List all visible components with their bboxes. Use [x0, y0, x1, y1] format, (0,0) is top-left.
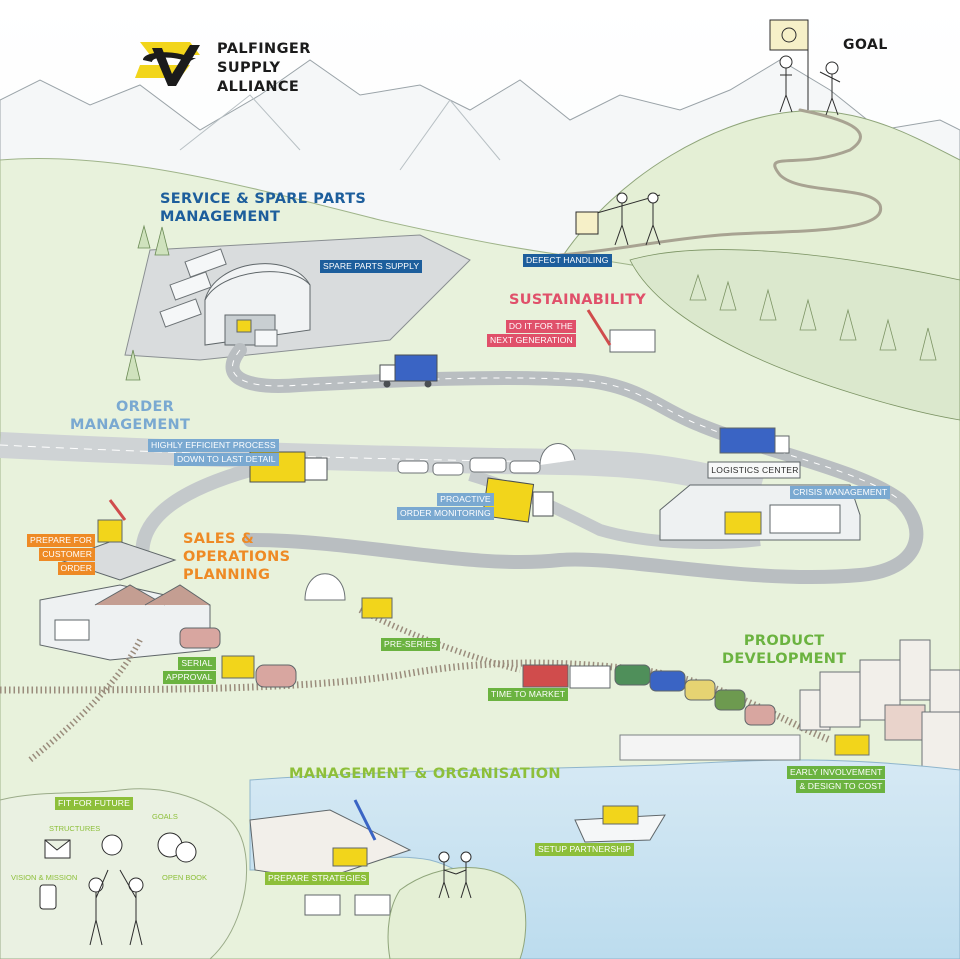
- goal-flag: [769, 19, 841, 116]
- logistics-center-sign: LOGISTICS CENTER: [711, 465, 799, 475]
- product-title-line-2: DEVELOPMENT: [722, 651, 847, 667]
- logo-wordmark: PALFINGER SUPPLY ALLIANCE: [217, 40, 311, 97]
- early-involvement-line-1: EARLY INVOLVEMENT: [787, 766, 886, 779]
- forest: [629, 249, 960, 421]
- train: [179, 627, 776, 726]
- goal-label: GOAL: [843, 37, 888, 53]
- early-involvement-line-2: & DESIGN TO COST: [796, 780, 886, 793]
- prepare-order-line-2: CUSTOMER: [39, 548, 96, 561]
- order-management-title: ORDER MANAGEMENT: [70, 398, 190, 434]
- sustainability-title: SUSTAINABILITY: [509, 292, 647, 308]
- early-involvement-badge: EARLY INVOLVEMENT & DESIGN TO COST: [787, 766, 886, 793]
- vision-mission-label: VISION & MISSION: [11, 873, 78, 882]
- factory: [39, 584, 211, 661]
- sustainability-badge-line-1: DO IT FOR THE: [505, 320, 576, 333]
- serial-approval-line-2: APPROVAL: [163, 671, 216, 684]
- order-monitoring-line-2: ORDER MONITORING: [397, 507, 494, 520]
- port-city: [799, 639, 960, 783]
- harbour: [249, 799, 412, 916]
- sustainability-badge: DO IT FOR THE NEXT GENERATION: [487, 320, 576, 347]
- handshake-figures: [438, 851, 472, 899]
- prepare-order-line-1: PREPARE FOR: [27, 534, 96, 547]
- order-title-line-1: ORDER: [116, 399, 175, 415]
- cars: [397, 457, 541, 476]
- sales-title-line-2: OPERATIONS: [183, 549, 291, 565]
- small-tunnel: [304, 573, 346, 601]
- bridge: [619, 734, 801, 761]
- sales-title-line-3: PLANNING: [183, 567, 271, 583]
- crisis-management-badge: CRISIS MANAGEMENT: [790, 486, 891, 499]
- product-development-title: PRODUCT DEVELOPMENT: [722, 632, 846, 668]
- prepare-order-line-3: ORDER: [57, 562, 96, 575]
- order-monitoring-badge: PROACTIVE ORDER MONITORING: [397, 493, 494, 520]
- order-title-line-2: MANAGEMENT: [70, 417, 191, 433]
- defect-handling-badge: DEFECT HANDLING: [523, 254, 612, 267]
- psa-logo-icon: [135, 42, 200, 86]
- fit-for-future-badge: FIT FOR FUTURE: [55, 797, 133, 810]
- prepare-strategies-badge: PREPARE STRATEGIES: [265, 872, 370, 885]
- structures-label: STRUCTURES: [49, 824, 101, 833]
- management-cloud: [0, 788, 248, 959]
- blue-truck: [379, 354, 438, 388]
- sales-operations-title: SALES & OPERATIONS PLANNING: [183, 530, 290, 584]
- handshake-hill: [387, 867, 527, 959]
- logo-line-3: ALLIANCE: [217, 79, 300, 95]
- timber-truck: [586, 309, 656, 353]
- service-title: SERVICE & SPARE PARTS MANAGEMENT: [160, 190, 366, 226]
- pine-trees: [125, 224, 170, 381]
- sustainability-badge-line-2: NEXT GENERATION: [487, 334, 576, 347]
- team-figures: [39, 832, 197, 946]
- serial-approval-line-1: SERIAL: [178, 657, 216, 670]
- efficient-process-line-2: DOWN TO LAST DETAIL: [173, 453, 279, 466]
- service-title-line-2: MANAGEMENT: [160, 209, 281, 225]
- water: [249, 759, 960, 959]
- pre-series-badge: PRE-SERIES: [381, 638, 441, 651]
- efficient-process-line-1: HIGHLY EFFICIENT PROCESS: [148, 439, 279, 452]
- climbing-people: [575, 192, 661, 246]
- logo-line-1: PALFINGER: [217, 41, 311, 57]
- tunnel: [539, 443, 576, 466]
- pre-series-loco: [361, 597, 393, 619]
- setup-partnership-badge: SETUP PARTNERSHIP: [535, 843, 634, 856]
- management-organisation-title: MANAGEMENT & ORGANISATION: [289, 766, 561, 782]
- yellow-trucks: [249, 451, 554, 523]
- container-ship: [574, 805, 666, 843]
- serial-approval-badge: SERIAL APPROVAL: [163, 657, 216, 684]
- logo-line-2: SUPPLY: [217, 60, 281, 76]
- goals-label: GOALS: [152, 812, 178, 821]
- service-title-line-1: SERVICE & SPARE PARTS: [160, 191, 367, 207]
- sales-title-line-1: SALES &: [183, 531, 255, 547]
- product-title-line-1: PRODUCT: [743, 633, 825, 649]
- parked-trucks: [159, 248, 278, 347]
- time-to-market-badge: TIME TO MARKET: [488, 688, 569, 701]
- efficient-process-badge: HIGHLY EFFICIENT PROCESS DOWN TO LAST DE…: [148, 439, 279, 466]
- open-book-label: OPEN BOOK: [162, 873, 208, 882]
- spare-parts-supply-badge: SPARE PARTS SUPPLY: [320, 260, 423, 273]
- order-monitoring-line-1: PROACTIVE: [437, 493, 494, 506]
- prepare-order-badge: PREPARE FOR CUSTOMER ORDER: [27, 534, 96, 575]
